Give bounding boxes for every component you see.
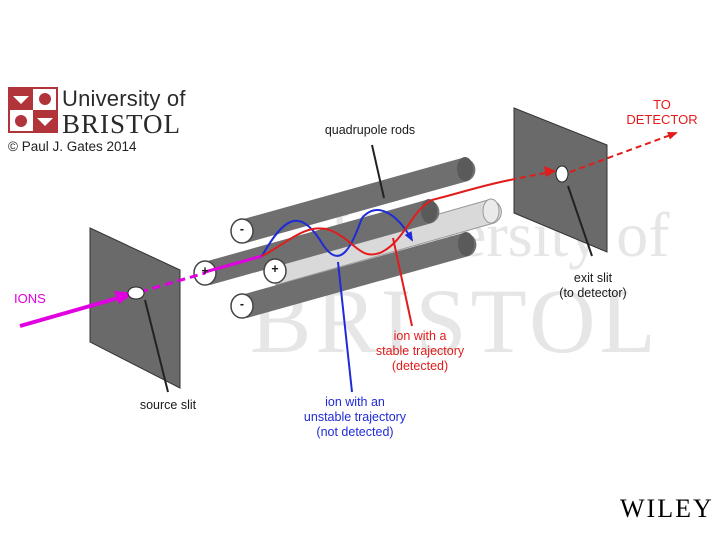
source-slit-plate bbox=[89, 227, 181, 389]
stable-leader bbox=[392, 237, 413, 327]
ion-beam-dashed bbox=[139, 271, 206, 294]
stable-ion-path bbox=[261, 179, 511, 257]
unstable-ion-path bbox=[261, 209, 413, 257]
exit-slit-label: exit slit (to detector) bbox=[559, 271, 627, 300]
source-slit-leader bbox=[144, 299, 169, 393]
exit-slit-leader bbox=[567, 185, 593, 257]
ion-beam-into-rods bbox=[204, 254, 263, 274]
quadrupole-rods-label: quadrupole rods bbox=[324, 123, 416, 137]
source-slit-label: source slit bbox=[139, 398, 197, 412]
front-right-rod-polarity: + bbox=[271, 262, 279, 276]
exit-slit-hole bbox=[555, 165, 569, 183]
unstable-leader bbox=[337, 261, 353, 393]
bristol-crest-logo bbox=[8, 87, 58, 133]
bottom-rod-polarity: - bbox=[239, 297, 245, 311]
front-right-rod-end bbox=[263, 258, 287, 284]
copyright-text: © Paul J. Gates 2014 bbox=[8, 139, 137, 154]
wiley-logo-text: WILEY bbox=[620, 494, 714, 523]
top-rod-polarity: - bbox=[239, 222, 245, 236]
unstable-trajectory-label: ion with an unstable trajectory (not det… bbox=[303, 395, 407, 439]
bristol-text: BRISTOL bbox=[62, 109, 182, 139]
stable-ion-arrow-exit bbox=[544, 166, 556, 177]
quadrupole-leader bbox=[371, 144, 385, 199]
to-detector-label: TO DETECTOR bbox=[626, 97, 698, 127]
stable-trajectory-label: ion with a stable trajectory (detected) bbox=[375, 329, 465, 373]
detector-path-dashed bbox=[569, 132, 678, 173]
bottom-rod bbox=[230, 232, 477, 319]
back-right-rod bbox=[269, 198, 502, 286]
ions-label: IONS bbox=[14, 291, 46, 306]
source-slit-hole bbox=[127, 286, 145, 300]
ion-beam-line bbox=[19, 294, 126, 328]
university-of-text: University of bbox=[62, 86, 186, 111]
left-rod-polarity: + bbox=[201, 264, 209, 278]
